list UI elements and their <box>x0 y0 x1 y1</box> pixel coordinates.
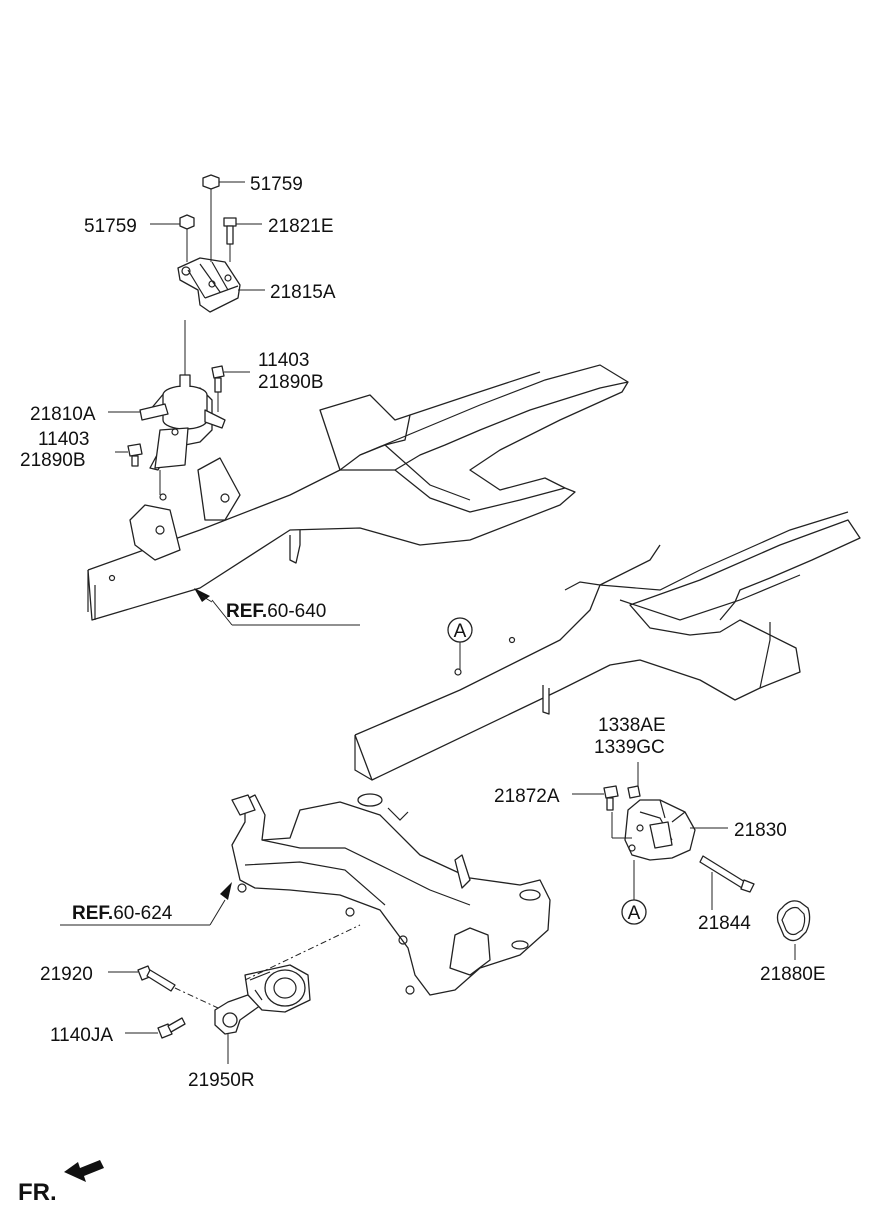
label-21880E: 21880E <box>760 964 826 985</box>
label-21890B-right: 21890B <box>258 372 324 393</box>
label-1338AE: 1338AE <box>598 715 666 736</box>
nut-51759-top <box>202 174 220 262</box>
cover-21880E <box>776 900 811 942</box>
bolt-21844 <box>699 855 755 893</box>
bolt-11403-21890B-left <box>127 443 143 467</box>
callout-a-upper-text: A <box>454 621 467 642</box>
front-side-member-lower <box>354 511 861 781</box>
front-direction-indicator: FR. <box>18 1160 104 1206</box>
bolt-1140JA <box>157 1017 186 1039</box>
label-51759-left: 51759 <box>84 216 137 237</box>
ref-60-640-number: 60-640 <box>267 601 326 622</box>
label-21920: 21920 <box>40 964 93 985</box>
bolt-21821E <box>223 217 237 262</box>
ref-60-624-label: REF.60-624 <box>72 903 173 924</box>
ref-60-640-label: REF.60-640 <box>226 601 326 622</box>
ref-60-624-arrow <box>220 882 232 900</box>
transmission-mount-21830 <box>611 785 696 900</box>
mount-bracket-21815A <box>177 257 241 313</box>
ref-60-624-prefix: REF. <box>72 903 113 924</box>
bolt-11403-21890B-right <box>211 365 225 412</box>
label-21810A: 21810A <box>30 404 96 425</box>
label-21821E: 21821E <box>268 216 334 237</box>
label-21890B-left: 21890B <box>20 450 86 471</box>
front-side-member-upper <box>87 364 629 621</box>
label-21830: 21830 <box>734 820 787 841</box>
label-21872A: 21872A <box>494 786 560 807</box>
front-subframe <box>231 793 551 996</box>
label-21815A: 21815A <box>270 282 336 303</box>
ref-60-640-prefix: REF. <box>226 601 267 622</box>
label-21950R: 21950R <box>188 1070 255 1091</box>
nut-51759-left <box>179 214 195 262</box>
callout-a-lower-text: A <box>628 903 641 924</box>
callout-a-lower: A <box>621 899 647 925</box>
label-51759-top: 51759 <box>250 174 303 195</box>
label-11403-left: 11403 <box>38 429 89 450</box>
ref-60-624-number: 60-624 <box>113 903 173 924</box>
engine-mount-21810A <box>139 320 226 495</box>
bolt-21920 <box>137 965 219 1009</box>
callout-a-upper: A <box>447 617 473 643</box>
ref-60-640-arrow <box>194 588 213 603</box>
label-11403-right: 11403 <box>258 350 309 371</box>
roll-rod-mount-21950R <box>214 924 361 1035</box>
bolt-21872A <box>603 785 619 811</box>
label-1140JA: 1140JA <box>50 1025 113 1046</box>
label-1339GC: 1339GC <box>594 737 665 758</box>
label-21844: 21844 <box>698 913 751 934</box>
leader-lines <box>60 181 796 1064</box>
front-direction-label: FR. <box>18 1179 57 1206</box>
